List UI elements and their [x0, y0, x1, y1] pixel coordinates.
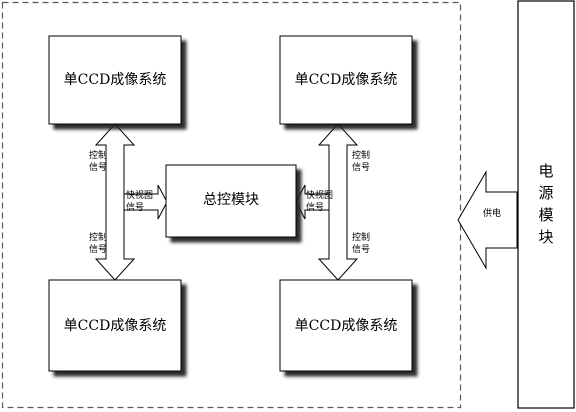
- power-module-label-2: 源: [538, 184, 553, 202]
- controller-block: 总控模块: [165, 164, 297, 238]
- system-boundary: [1, 1, 462, 409]
- control-signal-label-tr-2: 信号: [352, 161, 370, 173]
- control-signal-label-tl-2: 信号: [89, 161, 107, 173]
- power-module: 电 源 模 块: [517, 0, 575, 409]
- power-module-label-3: 模: [538, 206, 553, 224]
- preview-signal-label-right-2: 信号: [306, 201, 324, 213]
- power-supply-arrow: 供电: [457, 170, 518, 270]
- ccd-block-top-left: 单CCD成像系统: [48, 35, 182, 125]
- ccd-top-left-label: 单CCD成像系统: [64, 72, 167, 88]
- ccd-block-bottom-right: 单CCD成像系统: [279, 279, 413, 372]
- preview-signal-label-left-2: 信号: [126, 201, 144, 213]
- control-signal-label-bl-2: 信号: [89, 243, 107, 255]
- power-module-label-1: 电: [538, 162, 553, 180]
- control-signal-label-br-1: 控制: [352, 231, 370, 243]
- ccd-bottom-left-label: 单CCD成像系统: [64, 318, 167, 334]
- control-signal-label-tr-1: 控制: [352, 149, 370, 161]
- controller-label: 总控模块: [203, 192, 259, 208]
- ccd-block-top-right: 单CCD成像系统: [279, 35, 413, 125]
- preview-signal-label-left-1: 快视图: [126, 189, 153, 201]
- right-preview-arrow: [295, 184, 330, 220]
- control-signal-label-br-2: 信号: [352, 243, 370, 255]
- control-signal-label-bl-1: 控制: [89, 231, 107, 243]
- ccd-top-right-label: 单CCD成像系统: [295, 72, 398, 88]
- preview-signal-label-right-1: 快视图: [306, 189, 333, 201]
- control-signal-label-tl-1: 控制: [89, 149, 107, 161]
- ccd-bottom-right-label: 单CCD成像系统: [295, 318, 398, 334]
- left-preview-arrow: [123, 184, 168, 220]
- ccd-block-bottom-left: 单CCD成像系统: [48, 279, 182, 372]
- power-module-label-4: 块: [538, 228, 553, 246]
- supply-label: 供电: [483, 207, 501, 219]
